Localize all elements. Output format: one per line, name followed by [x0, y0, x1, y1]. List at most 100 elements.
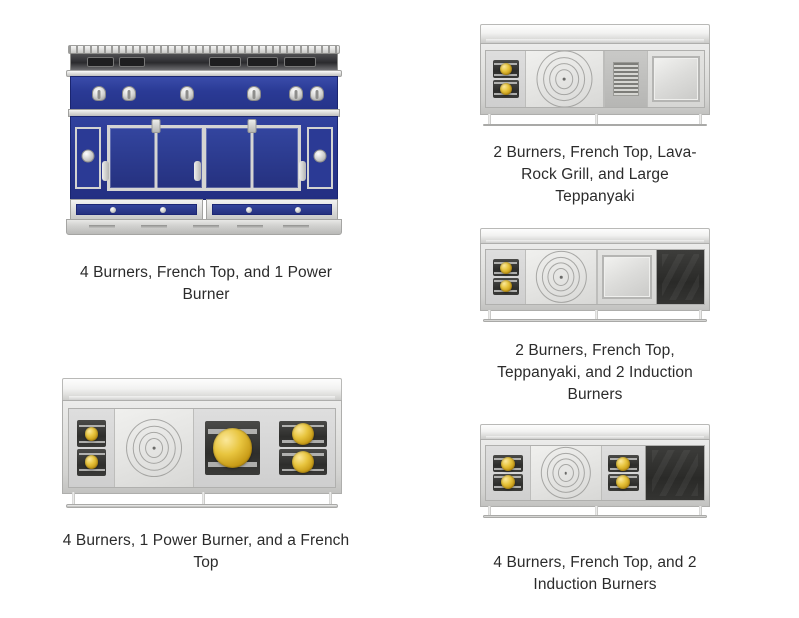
door-latch-icon[interactable] — [151, 119, 161, 133]
plinth-vent — [193, 225, 220, 228]
right-oven-door[interactable] — [203, 119, 301, 191]
range-plinth — [66, 219, 342, 235]
product-image-teppanyaki-induction-range[interactable] — [480, 228, 710, 328]
left-oven-door-handle[interactable] — [102, 161, 109, 181]
cooktop-deck — [485, 249, 705, 305]
french-top-rings-icon — [536, 250, 587, 304]
induction-module[interactable] — [645, 446, 704, 500]
caption-power-burner-french-top-range: 4 Burners, 1 Power Burner, and a French … — [62, 532, 350, 571]
door-center-divider — [250, 125, 254, 191]
drawer-face — [211, 204, 332, 215]
grill-slats-icon — [613, 61, 639, 97]
cooktop-deck — [485, 445, 705, 501]
rail-post — [699, 114, 703, 125]
lava-rock-grill-module[interactable] — [603, 51, 648, 107]
brass-burner-cap-icon — [500, 475, 515, 490]
control-knob[interactable] — [121, 86, 136, 101]
teppanyaki-module[interactable] — [647, 51, 704, 107]
warming-drawer[interactable] — [70, 199, 203, 220]
right-oven-door-handle[interactable] — [194, 161, 201, 181]
left-oven-door[interactable] — [107, 119, 205, 191]
control-panel — [70, 76, 338, 110]
drawer-face — [76, 204, 197, 215]
right-side-oven-door[interactable] — [307, 127, 333, 189]
caption-blue-french-range: 4 Burners, French Top, and 1 Power Burne… — [79, 264, 333, 303]
product-image-blue-french-range[interactable] — [62, 45, 346, 235]
french-top-module[interactable] — [529, 446, 602, 500]
rail-bar — [483, 123, 707, 127]
rail-post — [595, 310, 598, 321]
left-side-oven-door[interactable] — [75, 127, 101, 189]
brass-burner-cap-icon — [616, 475, 631, 490]
french-top-module[interactable] — [114, 409, 195, 487]
burner-grate — [246, 57, 279, 67]
drawer-pull[interactable] — [110, 206, 117, 213]
burner-grate — [492, 259, 519, 277]
cooktop-deck — [485, 50, 705, 108]
product-image-power-burner-french-top-range[interactable] — [62, 378, 342, 518]
teppanyaki-plate — [652, 56, 701, 102]
rail-post — [487, 506, 491, 517]
warming-drawer[interactable] — [205, 199, 338, 220]
control-knob[interactable] — [246, 86, 261, 101]
burner-grate — [492, 60, 519, 79]
gas-burner-module-right[interactable] — [601, 446, 646, 500]
brass-burner-cap-icon — [499, 280, 512, 293]
drawer-pull[interactable] — [295, 206, 302, 213]
range-backsplash — [62, 378, 342, 402]
caption-lava-rock-teppanyaki-range: 2 Burners, French Top, Lava-Rock Grill, … — [493, 144, 697, 205]
french-top-rings-icon — [540, 446, 591, 500]
control-knob[interactable] — [289, 86, 304, 101]
control-knob[interactable] — [92, 86, 107, 101]
drawer-pull[interactable] — [159, 206, 166, 213]
product-image-four-burner-induction-range[interactable] — [480, 424, 710, 524]
burner-grate — [608, 473, 639, 491]
range-backsplash — [480, 24, 710, 44]
product-image-lava-rock-teppanyaki-range[interactable] — [480, 24, 710, 132]
burner-grate — [279, 448, 327, 476]
brass-burner-cap-icon — [499, 63, 512, 76]
burner-grate — [492, 277, 519, 295]
power-burner-grate — [204, 420, 261, 476]
plinth-vent — [140, 225, 167, 228]
plinth-vent — [283, 225, 310, 228]
rail-post — [595, 114, 598, 125]
french-top-module[interactable] — [525, 51, 604, 107]
oven-front-panel — [70, 116, 338, 200]
rail-post — [329, 492, 333, 506]
caption-four-burner-induction-range: 4 Burners, French Top, and 2 Induction B… — [493, 554, 697, 593]
rail-bar — [66, 504, 338, 508]
brass-burner-cap-icon — [499, 82, 512, 95]
gas-burner-module[interactable] — [486, 250, 526, 304]
brass-power-burner-cap-icon — [213, 428, 253, 468]
control-knob[interactable] — [310, 86, 325, 101]
range-backsplash — [480, 228, 710, 244]
rail-post — [595, 506, 598, 517]
burner-grate — [279, 420, 327, 448]
burner-grate — [118, 57, 146, 67]
gas-burner-module-left[interactable] — [486, 446, 530, 500]
gas-burner-module-left[interactable] — [69, 409, 115, 487]
towel-rail — [483, 114, 707, 130]
gas-burner-module-right[interactable] — [271, 409, 335, 487]
drawer-pull[interactable] — [245, 206, 252, 213]
rail-post — [71, 492, 75, 506]
rail-bar — [483, 319, 707, 322]
burner-grate — [283, 57, 316, 67]
teppanyaki-module[interactable] — [597, 250, 656, 304]
burner-grate — [86, 57, 114, 67]
power-burner-module[interactable] — [194, 409, 272, 487]
burner-grate — [608, 455, 639, 473]
induction-module[interactable] — [656, 250, 704, 304]
french-top-module[interactable] — [525, 250, 598, 304]
door-center-divider — [154, 125, 158, 191]
towel-rail — [483, 506, 707, 521]
control-knob[interactable] — [180, 86, 195, 101]
door-latch-icon[interactable] — [247, 119, 257, 133]
right-oven-door-handle[interactable] — [299, 161, 306, 181]
brass-burner-cap-icon — [616, 456, 631, 471]
gas-burner-module[interactable] — [486, 51, 526, 107]
french-top-rings-icon — [126, 419, 183, 477]
rail-post — [487, 310, 491, 321]
